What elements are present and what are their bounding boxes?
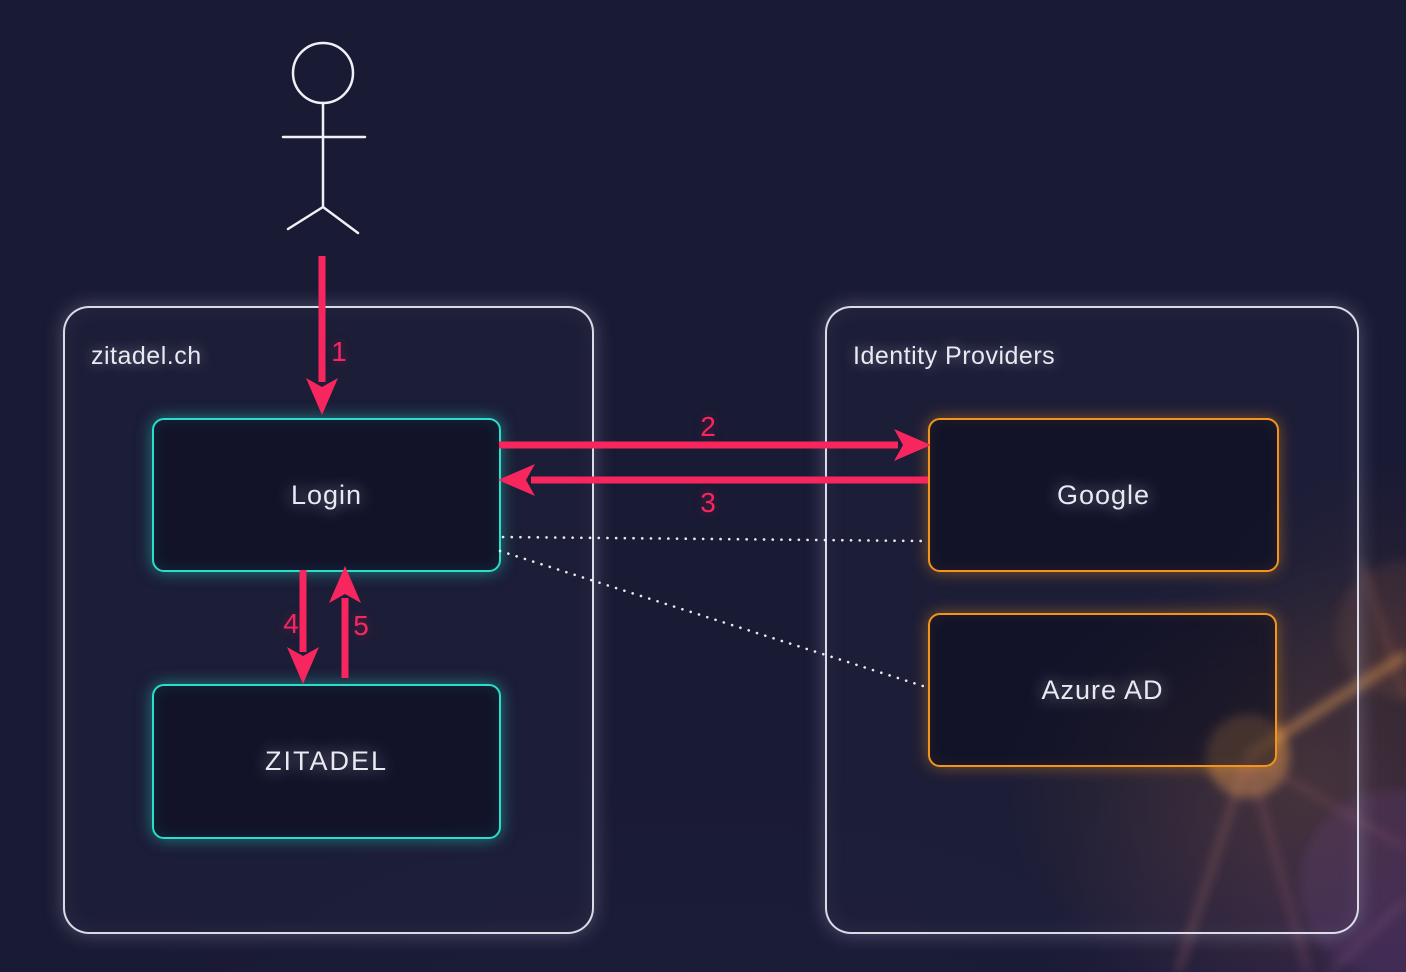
zitadel-ch-container-title: zitadel.ch — [91, 342, 202, 370]
google-node: Google — [928, 418, 1279, 572]
zitadel-node: ZITADEL — [152, 684, 501, 839]
step-label-2: 2 — [700, 411, 716, 442]
login-node-label: Login — [290, 479, 363, 510]
step-label-5: 5 — [353, 610, 369, 641]
login-node: Login — [152, 418, 501, 572]
step-label-3: 3 — [700, 487, 716, 518]
azure-ad-node-label: Azure AD — [1041, 674, 1164, 705]
step-label-1: 1 — [331, 336, 347, 367]
zitadel-node-label: ZITADEL — [264, 746, 388, 776]
google-node-label: Google — [1056, 479, 1151, 510]
step-label-4: 4 — [283, 608, 299, 639]
user-actor-icon — [281, 41, 367, 235]
identity-providers-container-title: Identity Providers — [853, 342, 1056, 370]
zitadel-ch-container: zitadel.ch — [63, 306, 594, 934]
azure-ad-node: Azure AD — [928, 613, 1277, 767]
